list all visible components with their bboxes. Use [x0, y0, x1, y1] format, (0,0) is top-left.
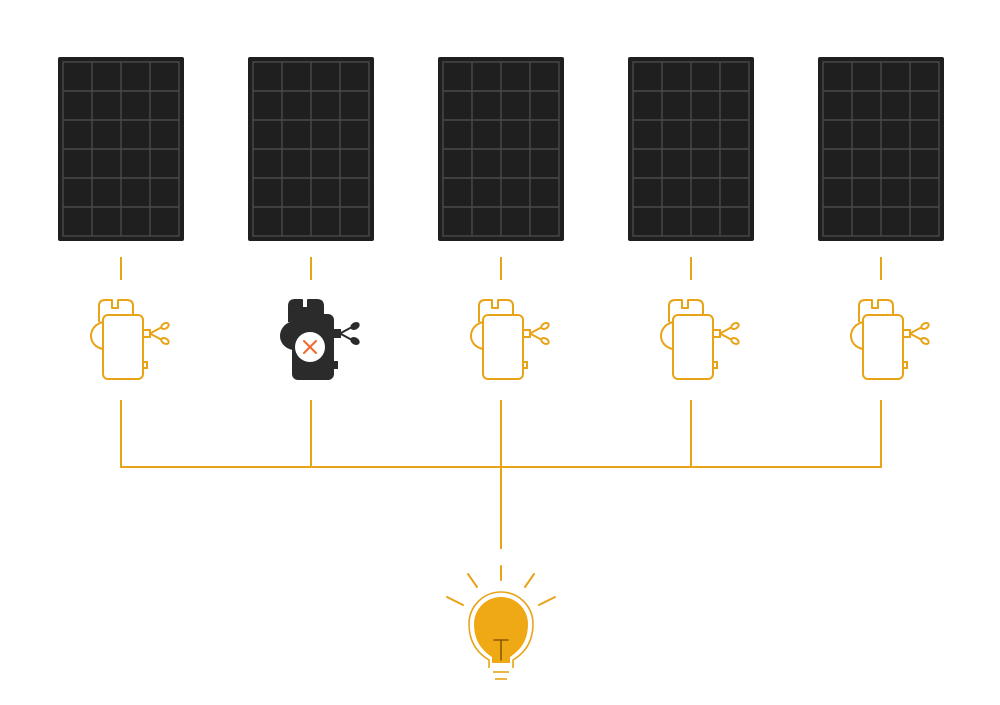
inverter-cable-loop — [470, 321, 484, 350]
inverter-cable-loop — [850, 321, 864, 350]
microinverter-failed-icon — [280, 299, 360, 380]
solar-cell-grid — [442, 61, 560, 237]
solar-panel-1 — [58, 57, 184, 241]
microinverter-icon — [850, 299, 930, 380]
solar-cell-grid — [632, 61, 750, 237]
solar-cell-grid — [62, 61, 180, 237]
solar-panel-2 — [248, 57, 374, 241]
microinverter-icon — [90, 299, 170, 380]
inverter-connector — [902, 329, 911, 338]
bulb-glow — [474, 597, 528, 663]
solar-panel-3 — [438, 57, 564, 241]
solar-panel-4 — [628, 57, 754, 241]
inverter-body — [482, 314, 524, 380]
inverter-connector — [142, 329, 151, 338]
inverter-body — [102, 314, 144, 380]
bulb-filament — [493, 639, 509, 661]
bulb-glass-outline — [468, 591, 534, 668]
inverter-body — [672, 314, 714, 380]
solar-cell-grid — [252, 61, 370, 237]
solar-cell-grid — [822, 61, 940, 237]
ac-bus-wiring — [120, 400, 882, 549]
inverter-body — [862, 314, 904, 380]
light-rays — [446, 565, 556, 606]
inverter-cable-loop — [90, 321, 104, 350]
inverter-cable-loop — [660, 321, 674, 350]
inverter-connector — [332, 329, 341, 338]
light-bulb-icon — [446, 565, 556, 680]
solar-panel-row — [58, 57, 944, 241]
panel-to-inverter-wires — [120, 257, 882, 280]
inverter-cable-loop — [280, 321, 294, 350]
inverter-connector — [712, 329, 721, 338]
microinverter-icon — [470, 299, 550, 380]
inverter-connector — [522, 329, 531, 338]
solar-panel-5 — [818, 57, 944, 241]
fault-x-icon — [303, 340, 317, 354]
microinverter-icon — [660, 299, 740, 380]
microinverter-row — [90, 299, 930, 380]
